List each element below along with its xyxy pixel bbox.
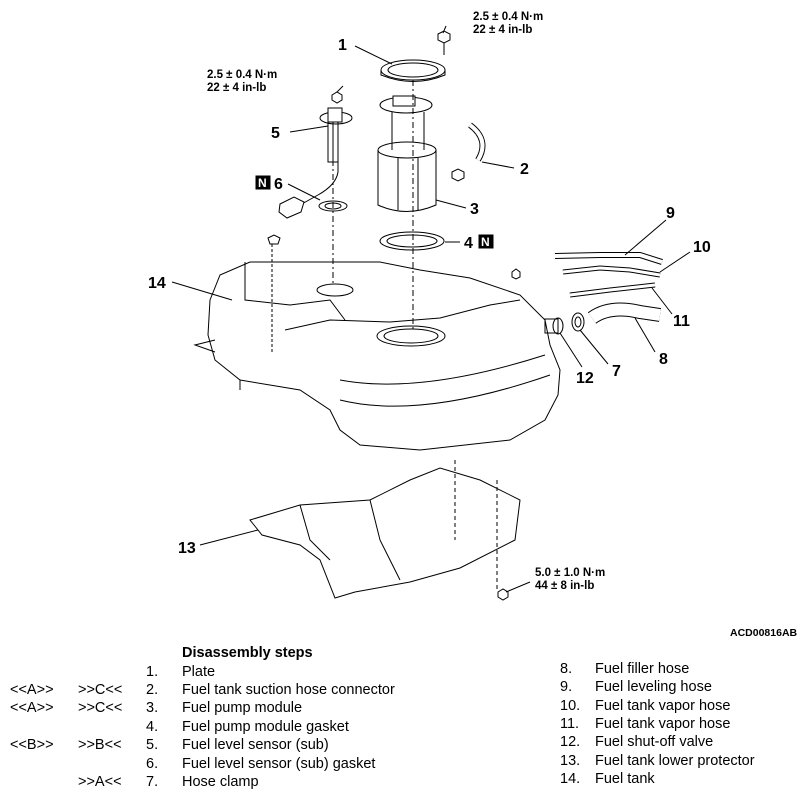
callout-13: 13 (178, 540, 196, 557)
install-mark: >>C<< (78, 700, 123, 716)
callout-1: 1 (338, 37, 347, 54)
callout-4: 4 (464, 235, 473, 252)
new-part-mark-6 (255, 175, 271, 190)
callout-8: 8 (659, 351, 668, 368)
torque-spec-protector: 5.0 ± 1.0 N·m 44 ± 8 in-lb (535, 567, 605, 592)
step-number: 8. (560, 661, 573, 677)
steps-title: Disassembly steps (182, 645, 313, 661)
svg-text:22 ± 4 in-lb: 22 ± 4 in-lb (207, 82, 266, 94)
removal-mark: <<A>> (10, 682, 54, 698)
removal-mark: <<A>> (10, 700, 54, 716)
step-number: 14. (560, 771, 581, 787)
torque-spec-sensor: 2.5 ± 0.4 N·m 22 ± 4 in-lb (207, 69, 277, 94)
callout-6: 6 (274, 176, 283, 193)
figure-id: ACD00816AB (730, 627, 798, 639)
install-mark: >>C<< (78, 682, 123, 698)
torque-spec-plate: 2.5 ± 0.4 N·m 22 ± 4 in-lb (473, 11, 543, 36)
step-text: Fuel tank (595, 771, 655, 787)
callout-14: 14 (148, 275, 166, 292)
part-7-hose-clamp (571, 312, 585, 332)
part-3-fuel-pump-module (377, 95, 465, 212)
callout-11: 11 (673, 313, 690, 330)
removal-mark: <<B>> (10, 737, 54, 753)
step-number: 2. (146, 682, 159, 698)
svg-text:2.5 ± 0.4 N·m: 2.5 ± 0.4 N·m (207, 69, 277, 81)
step-text: Fuel shut-off valve (595, 734, 714, 750)
part-1-plate (380, 30, 451, 82)
step-number: 13. (560, 753, 581, 769)
part-2-suction-hose (468, 122, 486, 162)
step-text: Fuel level sensor (sub) gasket (182, 756, 376, 772)
step-text: Hose clamp (182, 774, 259, 790)
install-mark: >>A<< (78, 774, 122, 790)
callout-7: 7 (612, 363, 621, 380)
callout-2: 2 (520, 161, 529, 178)
callout-12: 12 (576, 370, 594, 387)
part-4-pump-gasket: N (379, 231, 494, 251)
leader-lines (171, 25, 691, 593)
step-number: 7. (146, 774, 159, 790)
callout-10: 10 (693, 239, 711, 256)
callout-9: 9 (666, 205, 675, 222)
step-number: 6. (146, 756, 159, 772)
install-mark: >>B<< (78, 737, 122, 753)
part-9-fuel-leveling-hose (554, 252, 663, 265)
svg-text:2.5 ± 0.4 N·m: 2.5 ± 0.4 N·m (473, 11, 543, 23)
part-10-fuel-tank-vapor-hose (562, 265, 661, 278)
step-text: Fuel filler hose (595, 661, 690, 677)
step-text: Fuel pump module (182, 700, 303, 716)
new-part-mark-4 (478, 234, 494, 249)
svg-text:22 ± 4 in-lb: 22 ± 4 in-lb (473, 24, 532, 36)
part-8-fuel-filler-hose (587, 302, 662, 324)
part-5-fuel-level-sensor (278, 91, 353, 219)
step-text: Fuel tank lower protector (595, 753, 755, 769)
step-number: 9. (560, 679, 573, 695)
step-number: 12. (560, 734, 581, 750)
step-number: 5. (146, 737, 159, 753)
callout-5: 5 (271, 125, 280, 142)
step-text: Fuel pump module gasket (182, 719, 349, 735)
step-text: Fuel level sensor (sub) (182, 737, 329, 753)
svg-text:5.0 ± 1.0 N·m: 5.0 ± 1.0 N·m (535, 567, 605, 579)
callout-numbers: 1 2 3 4 5 6 7 8 9 10 11 12 13 14 (148, 37, 711, 557)
fuel-tank-exploded-diagram: 2.5 ± 0.4 N·m 22 ± 4 in-lb 2.5 ± 0.4 N·m… (148, 11, 798, 639)
step-number: 1. (146, 664, 159, 680)
step-number: 11. (560, 716, 580, 732)
step-text: Fuel tank vapor hose (595, 698, 731, 714)
part-11-fuel-tank-vapor-hose (569, 282, 656, 298)
svg-text:N: N (481, 235, 490, 249)
part-6-sensor-gasket: N (255, 175, 348, 212)
callout-3: 3 (470, 201, 479, 218)
part-13-fuel-tank-lower-protector (249, 460, 521, 601)
step-text: Fuel tank vapor hose (595, 716, 731, 732)
svg-text:N: N (258, 176, 267, 190)
svg-text:44 ± 8 in-lb: 44 ± 8 in-lb (535, 580, 594, 592)
part-14-fuel-tank (193, 234, 561, 451)
step-text: Fuel tank suction hose connector (182, 682, 395, 698)
step-number: 3. (146, 700, 159, 716)
step-number: 4. (146, 719, 159, 735)
step-text: Plate (182, 664, 216, 680)
step-number: 10. (560, 698, 581, 714)
part-12-fuel-shut-off-valve (544, 317, 564, 335)
step-text: Fuel leveling hose (595, 679, 712, 695)
